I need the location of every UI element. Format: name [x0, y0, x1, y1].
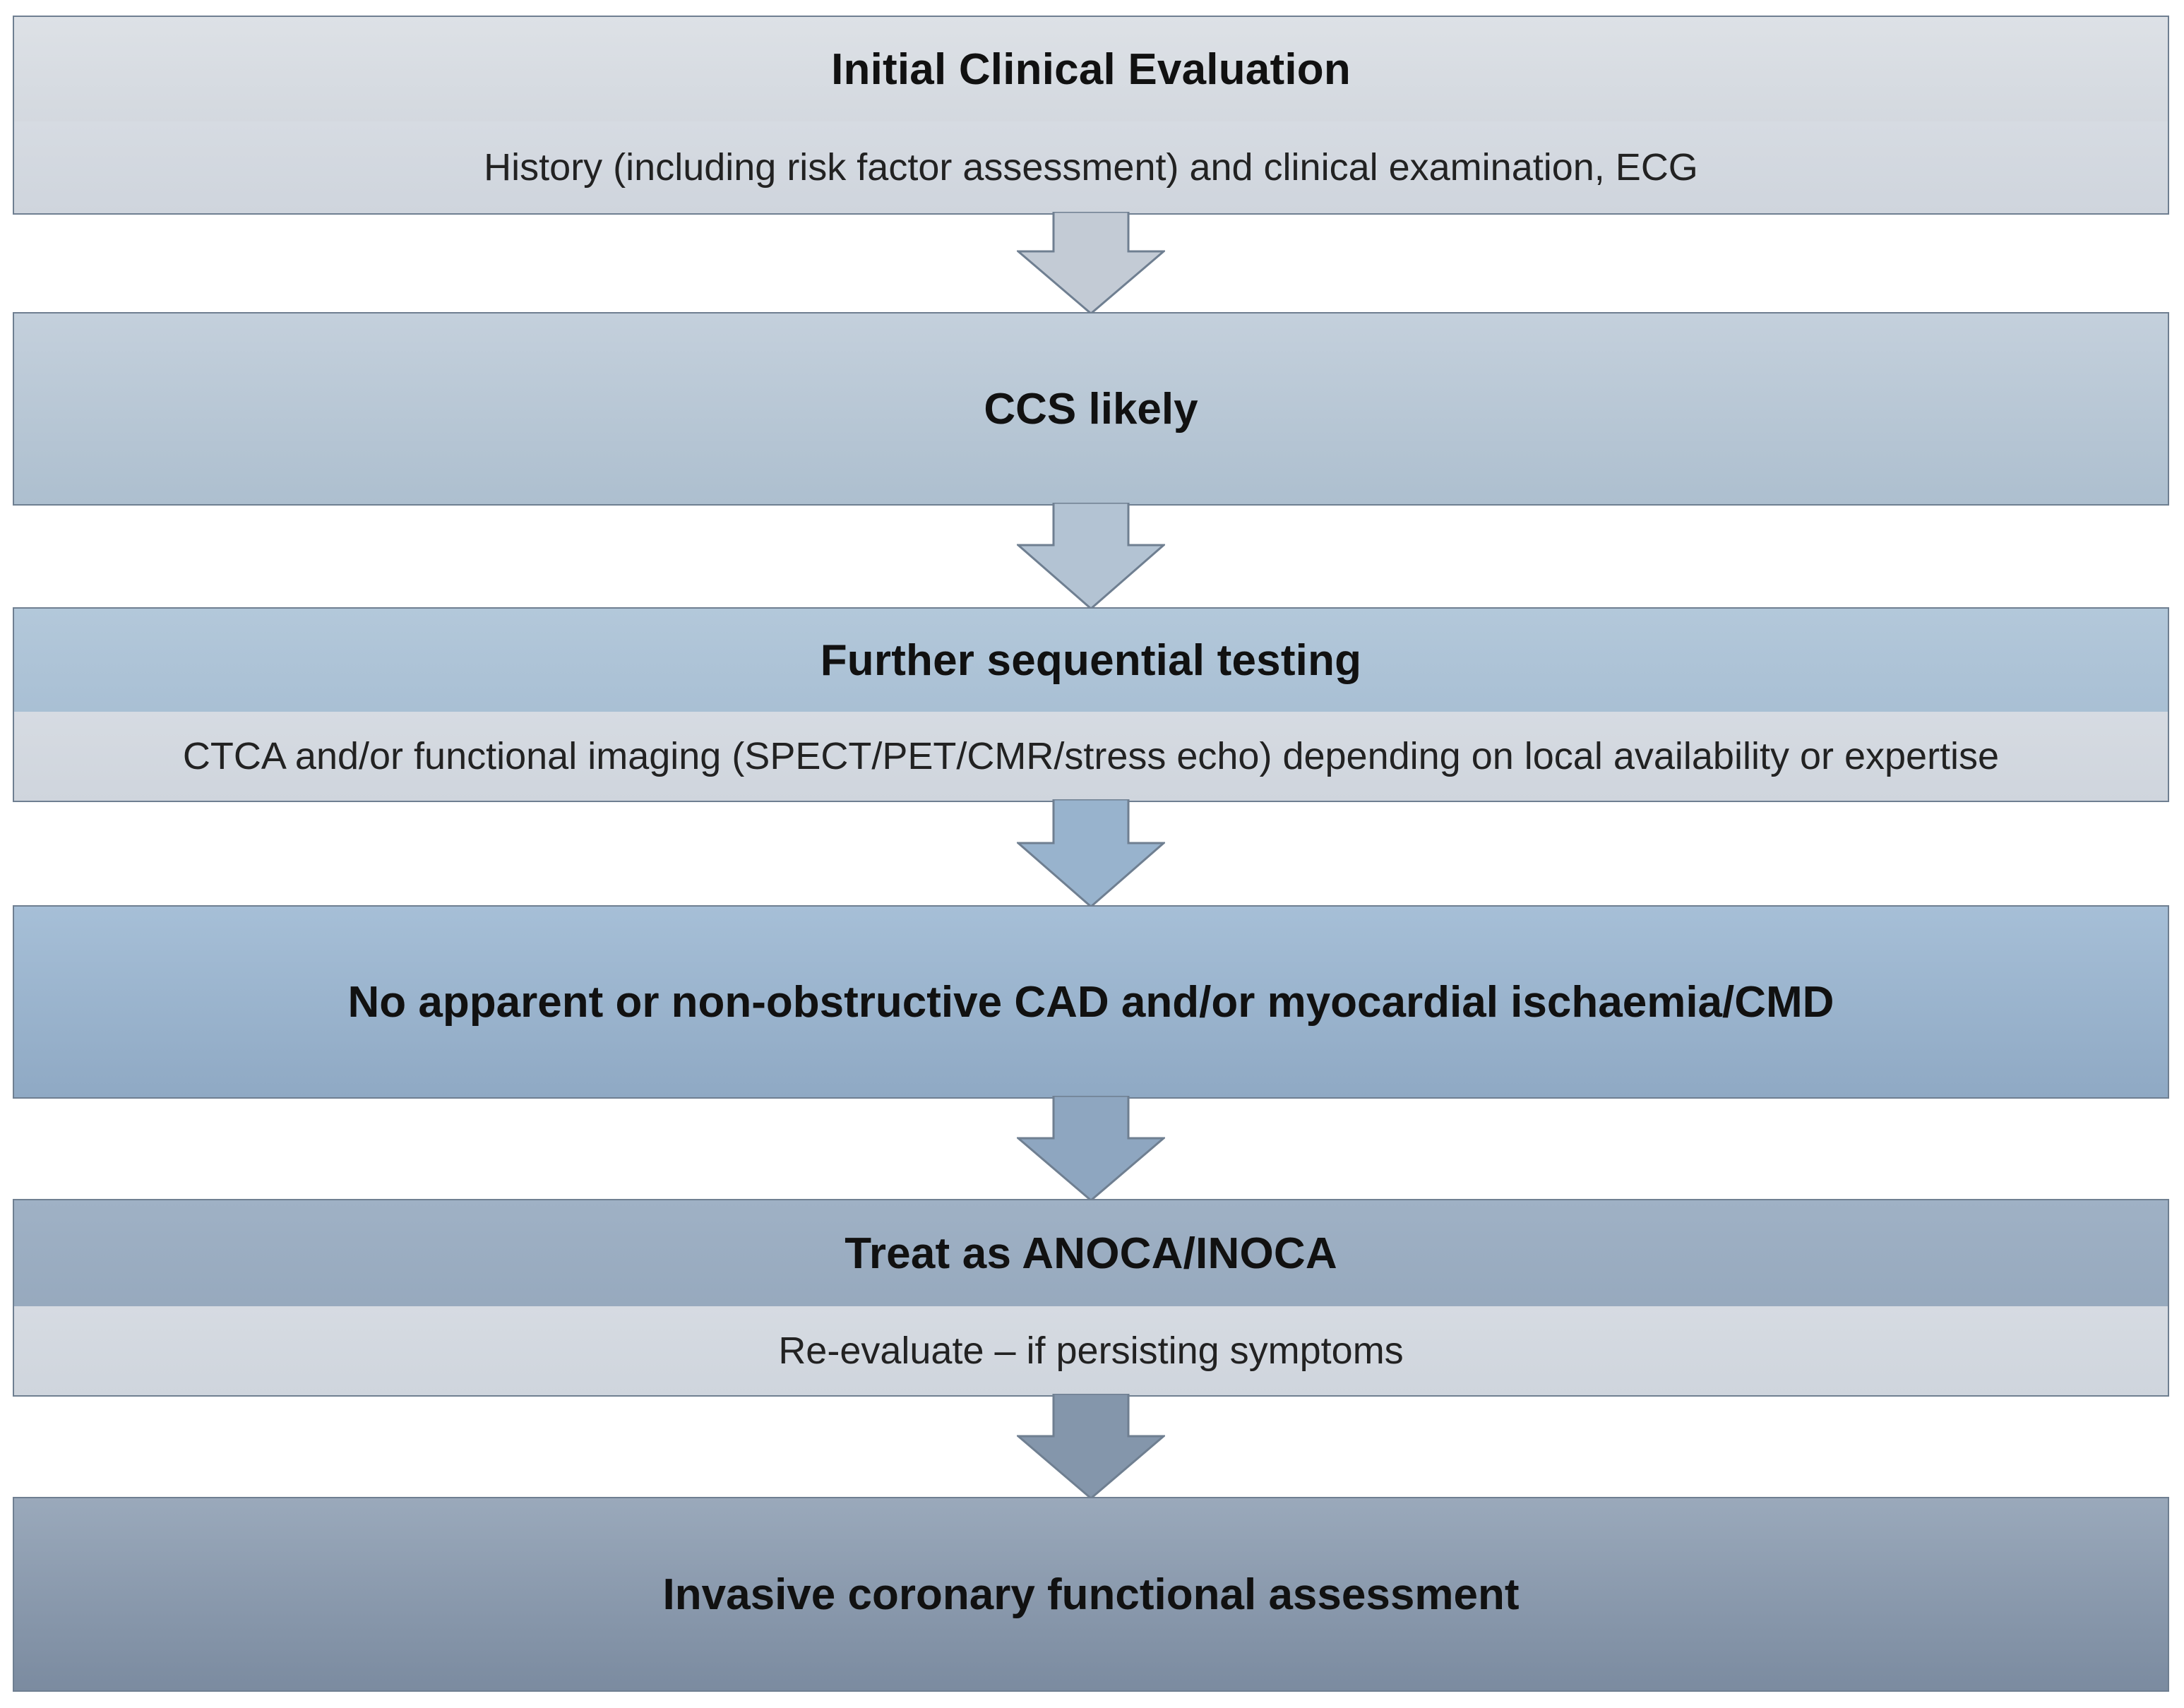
flow-arrow	[1017, 1394, 1165, 1500]
step-further-sequential-testing: Further sequential testing CTCA and/or f…	[13, 607, 2169, 802]
step-ccs-likely: CCS likely	[13, 312, 2169, 506]
flow-arrow	[1017, 799, 1165, 908]
step-title: Initial Clinical Evaluation	[831, 44, 1351, 94]
step-detail: Re-evaluate – if persisting symptoms	[14, 1306, 2168, 1395]
step-detail: History (including risk factor assessmen…	[14, 121, 2168, 213]
step-no-apparent-cad: No apparent or non-obstructive CAD and/o…	[13, 905, 2169, 1099]
step-title: No apparent or non-obstructive CAD and/o…	[347, 977, 1834, 1027]
flow-arrow	[1017, 1096, 1165, 1202]
step-initial-clinical-evaluation: Initial Clinical Evaluation History (inc…	[13, 16, 2169, 215]
flow-arrow	[1017, 503, 1165, 610]
flow-arrow	[1017, 212, 1165, 315]
step-detail: CTCA and/or functional imaging (SPECT/PE…	[14, 712, 2168, 801]
step-treat-as-anoca-inoca: Treat as ANOCA/INOCA Re-evaluate – if pe…	[13, 1199, 2169, 1397]
step-invasive-coronary-functional-assessment: Invasive coronary functional assessment	[13, 1497, 2169, 1692]
step-title: Further sequential testing	[820, 635, 1362, 685]
step-title: Treat as ANOCA/INOCA	[845, 1229, 1337, 1278]
step-title: CCS likely	[984, 384, 1198, 434]
step-title: Invasive coronary functional assessment	[662, 1570, 1520, 1619]
